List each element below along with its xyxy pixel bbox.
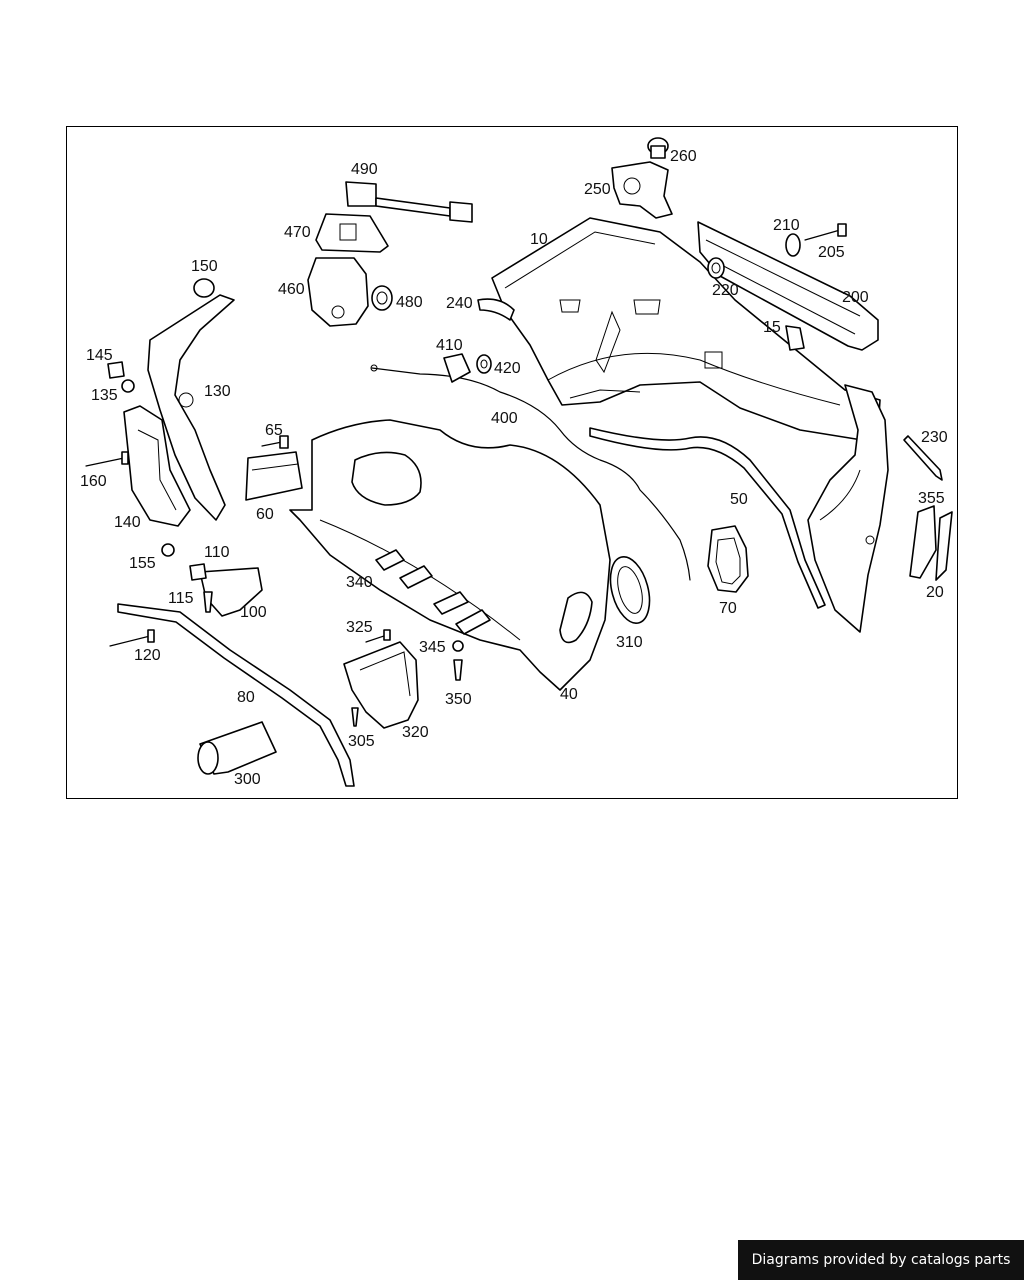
callout-110: 110 (204, 544, 230, 561)
part-305-screw[interactable] (351, 707, 359, 727)
part-320-module[interactable] (343, 641, 419, 729)
callout-350: 350 (445, 691, 472, 708)
callout-65: 65 (265, 422, 283, 439)
part-240-trim-piece[interactable] (477, 298, 515, 321)
callout-145: 145 (86, 347, 113, 364)
callout-210: 210 (773, 217, 800, 234)
callout-100: 100 (240, 604, 267, 621)
callout-480: 480 (396, 294, 423, 311)
part-470-cover[interactable] (315, 213, 389, 253)
callout-355: 355 (918, 490, 945, 507)
part-110-clip[interactable] (189, 563, 207, 581)
callout-205: 205 (818, 244, 845, 261)
callout-345: 345 (419, 639, 446, 656)
part-145-clip[interactable] (107, 361, 125, 379)
callout-220: 220 (712, 282, 739, 299)
part-160-rivet[interactable] (85, 451, 129, 467)
part-15-clip[interactable] (785, 325, 805, 351)
callout-305: 305 (348, 733, 375, 750)
callout-320: 320 (402, 724, 429, 741)
part-210-washer[interactable] (785, 233, 801, 257)
part-355-bracket[interactable] (909, 505, 953, 581)
part-310-tailpipe-ring[interactable] (604, 552, 656, 627)
callout-310: 310 (616, 634, 643, 651)
callout-325: 325 (346, 619, 373, 636)
part-20-side-cover[interactable] (807, 384, 889, 633)
footer-banner: Diagrams provided by catalogs parts (738, 1240, 1024, 1280)
callout-135: 135 (91, 387, 118, 404)
callout-260: 260 (670, 148, 697, 165)
part-220-grommet[interactable] (707, 257, 725, 279)
part-260-cap[interactable] (647, 137, 669, 159)
callout-420: 420 (494, 360, 521, 377)
part-50-trim-strip[interactable] (589, 427, 826, 609)
part-410-sensor[interactable] (443, 353, 471, 383)
part-205-rivet[interactable] (804, 223, 847, 241)
callout-230: 230 (921, 429, 948, 446)
part-400-wiring-harness[interactable] (370, 364, 691, 581)
callout-460: 460 (278, 281, 305, 298)
callout-200: 200 (842, 289, 869, 306)
part-345-clip[interactable] (452, 640, 464, 652)
callout-490: 490 (351, 161, 378, 178)
part-230-side-strip[interactable] (903, 435, 943, 481)
part-115-screw[interactable] (203, 591, 213, 613)
part-120-rivet[interactable] (109, 629, 155, 647)
callout-410: 410 (436, 337, 463, 354)
part-65-screw[interactable] (261, 435, 289, 449)
part-480-grommet[interactable] (371, 285, 393, 311)
callout-300: 300 (234, 771, 261, 788)
callout-150: 150 (191, 258, 218, 275)
part-155-clip[interactable] (161, 543, 175, 557)
callout-115: 115 (168, 590, 194, 607)
part-340-louvres[interactable] (375, 549, 491, 635)
callout-240: 240 (446, 295, 473, 312)
part-420-ring[interactable] (476, 354, 492, 374)
callout-120: 120 (134, 647, 161, 664)
part-250-bracket[interactable] (611, 161, 673, 219)
part-40-diffuser[interactable] (289, 419, 611, 691)
part-460-module[interactable] (307, 257, 369, 327)
callout-340: 340 (346, 574, 373, 591)
part-130-side-bracket[interactable] (147, 294, 235, 521)
part-60-bracket[interactable] (245, 451, 303, 501)
callout-70: 70 (719, 600, 737, 617)
part-490-cable[interactable] (345, 181, 473, 223)
callout-140: 140 (114, 514, 141, 531)
callout-60: 60 (256, 506, 274, 523)
callout-10: 10 (530, 231, 548, 248)
part-325-screw[interactable] (365, 629, 391, 643)
callout-160: 160 (80, 473, 107, 490)
part-200-reinforcement-beam[interactable] (697, 221, 879, 351)
callout-15: 15 (763, 319, 781, 336)
part-70-trim-frame[interactable] (707, 525, 749, 593)
part-140-bracket[interactable] (123, 405, 191, 527)
part-150-grommet[interactable] (193, 278, 215, 298)
footer-text: Diagrams provided by catalogs parts (751, 1252, 1011, 1268)
callout-20: 20 (926, 584, 944, 601)
part-10-bumper-cover[interactable] (491, 217, 881, 441)
part-80-lower-rail[interactable] (117, 603, 355, 787)
callout-40: 40 (560, 686, 578, 703)
callout-155: 155 (129, 555, 156, 572)
callout-250: 250 (584, 181, 611, 198)
part-135-nut[interactable] (121, 379, 135, 393)
callout-labels: 10 15 20 40 50 60 65 70 80 100 110 115 1… (80, 148, 948, 788)
callout-400: 400 (491, 410, 518, 427)
callout-50: 50 (730, 491, 748, 508)
part-350-screw[interactable] (453, 659, 463, 681)
callout-80: 80 (237, 689, 255, 706)
callout-470: 470 (284, 224, 311, 241)
callout-130: 130 (204, 383, 231, 400)
part-300-tailpipe[interactable] (197, 721, 277, 775)
